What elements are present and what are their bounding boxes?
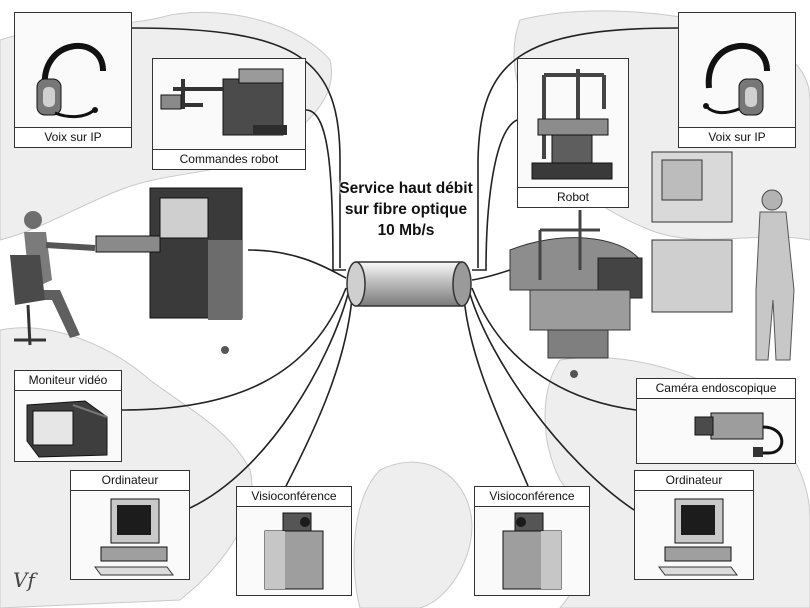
node-visioconference-right: Visioconférence: [474, 486, 590, 596]
node-label: Ordinateur: [635, 471, 753, 491]
operating-room-icon: [509, 151, 795, 378]
videoconference-icon: [502, 512, 562, 590]
node-camera-endoscopique: Caméra endoscopique: [636, 378, 796, 464]
node-label: Visioconférence: [237, 487, 351, 507]
node-label: Voix sur IP: [679, 127, 795, 147]
line-ordi-left: [189, 293, 349, 509]
signature-mark: Vf: [13, 568, 35, 592]
robot-arm-icon: [160, 68, 287, 136]
node-label: Moniteur vidéo: [15, 371, 121, 391]
headset-icon: [703, 43, 770, 116]
camera-icon: [694, 412, 784, 457]
fiber-cable-icon: [346, 261, 472, 307]
title-line-3: 10 Mb/s: [377, 222, 435, 239]
line-voix-right: [477, 27, 679, 268]
line-ordi-right: [469, 293, 635, 511]
node-robot: Robot: [517, 58, 629, 208]
line-robot: [472, 119, 518, 271]
line-console: [247, 249, 347, 279]
surgeon-console-icon: [10, 187, 243, 354]
center-title: Service haut débit sur fibre optique 10 …: [296, 178, 516, 241]
computer-icon: [658, 498, 738, 576]
node-label: Commandes robot: [153, 149, 305, 169]
line-operating-room: [471, 269, 511, 281]
node-ordinateur-left: Ordinateur: [70, 470, 190, 580]
headset-icon: [36, 43, 106, 119]
line-moniteur: [121, 287, 347, 411]
node-label: Ordinateur: [71, 471, 189, 491]
line-camera: [471, 287, 637, 411]
node-ordinateur-right: Ordinateur: [634, 470, 754, 580]
node-label: Robot: [518, 187, 628, 207]
node-voix-sur-ip-left: Voix sur IP: [14, 12, 132, 148]
node-label: Caméra endoscopique: [637, 379, 795, 399]
node-label: Visioconférence: [475, 487, 589, 507]
line-visio-right: [463, 297, 529, 487]
robot-icon: [531, 69, 613, 180]
title-line-1: Service haut débit: [339, 180, 473, 197]
computer-icon: [94, 498, 174, 576]
monitor-icon: [26, 400, 108, 458]
node-label: Voix sur IP: [15, 127, 131, 147]
line-visio-left: [285, 297, 353, 487]
line-commandes: [305, 109, 346, 271]
title-line-2: sur fibre optique: [344, 201, 468, 218]
node-commandes-robot: Commandes robot: [152, 58, 306, 170]
node-visioconference-left: Visioconférence: [236, 486, 352, 596]
videoconference-icon: [264, 512, 324, 590]
node-voix-sur-ip-right: Voix sur IP: [678, 12, 796, 148]
node-moniteur-video: Moniteur vidéo: [14, 370, 122, 462]
